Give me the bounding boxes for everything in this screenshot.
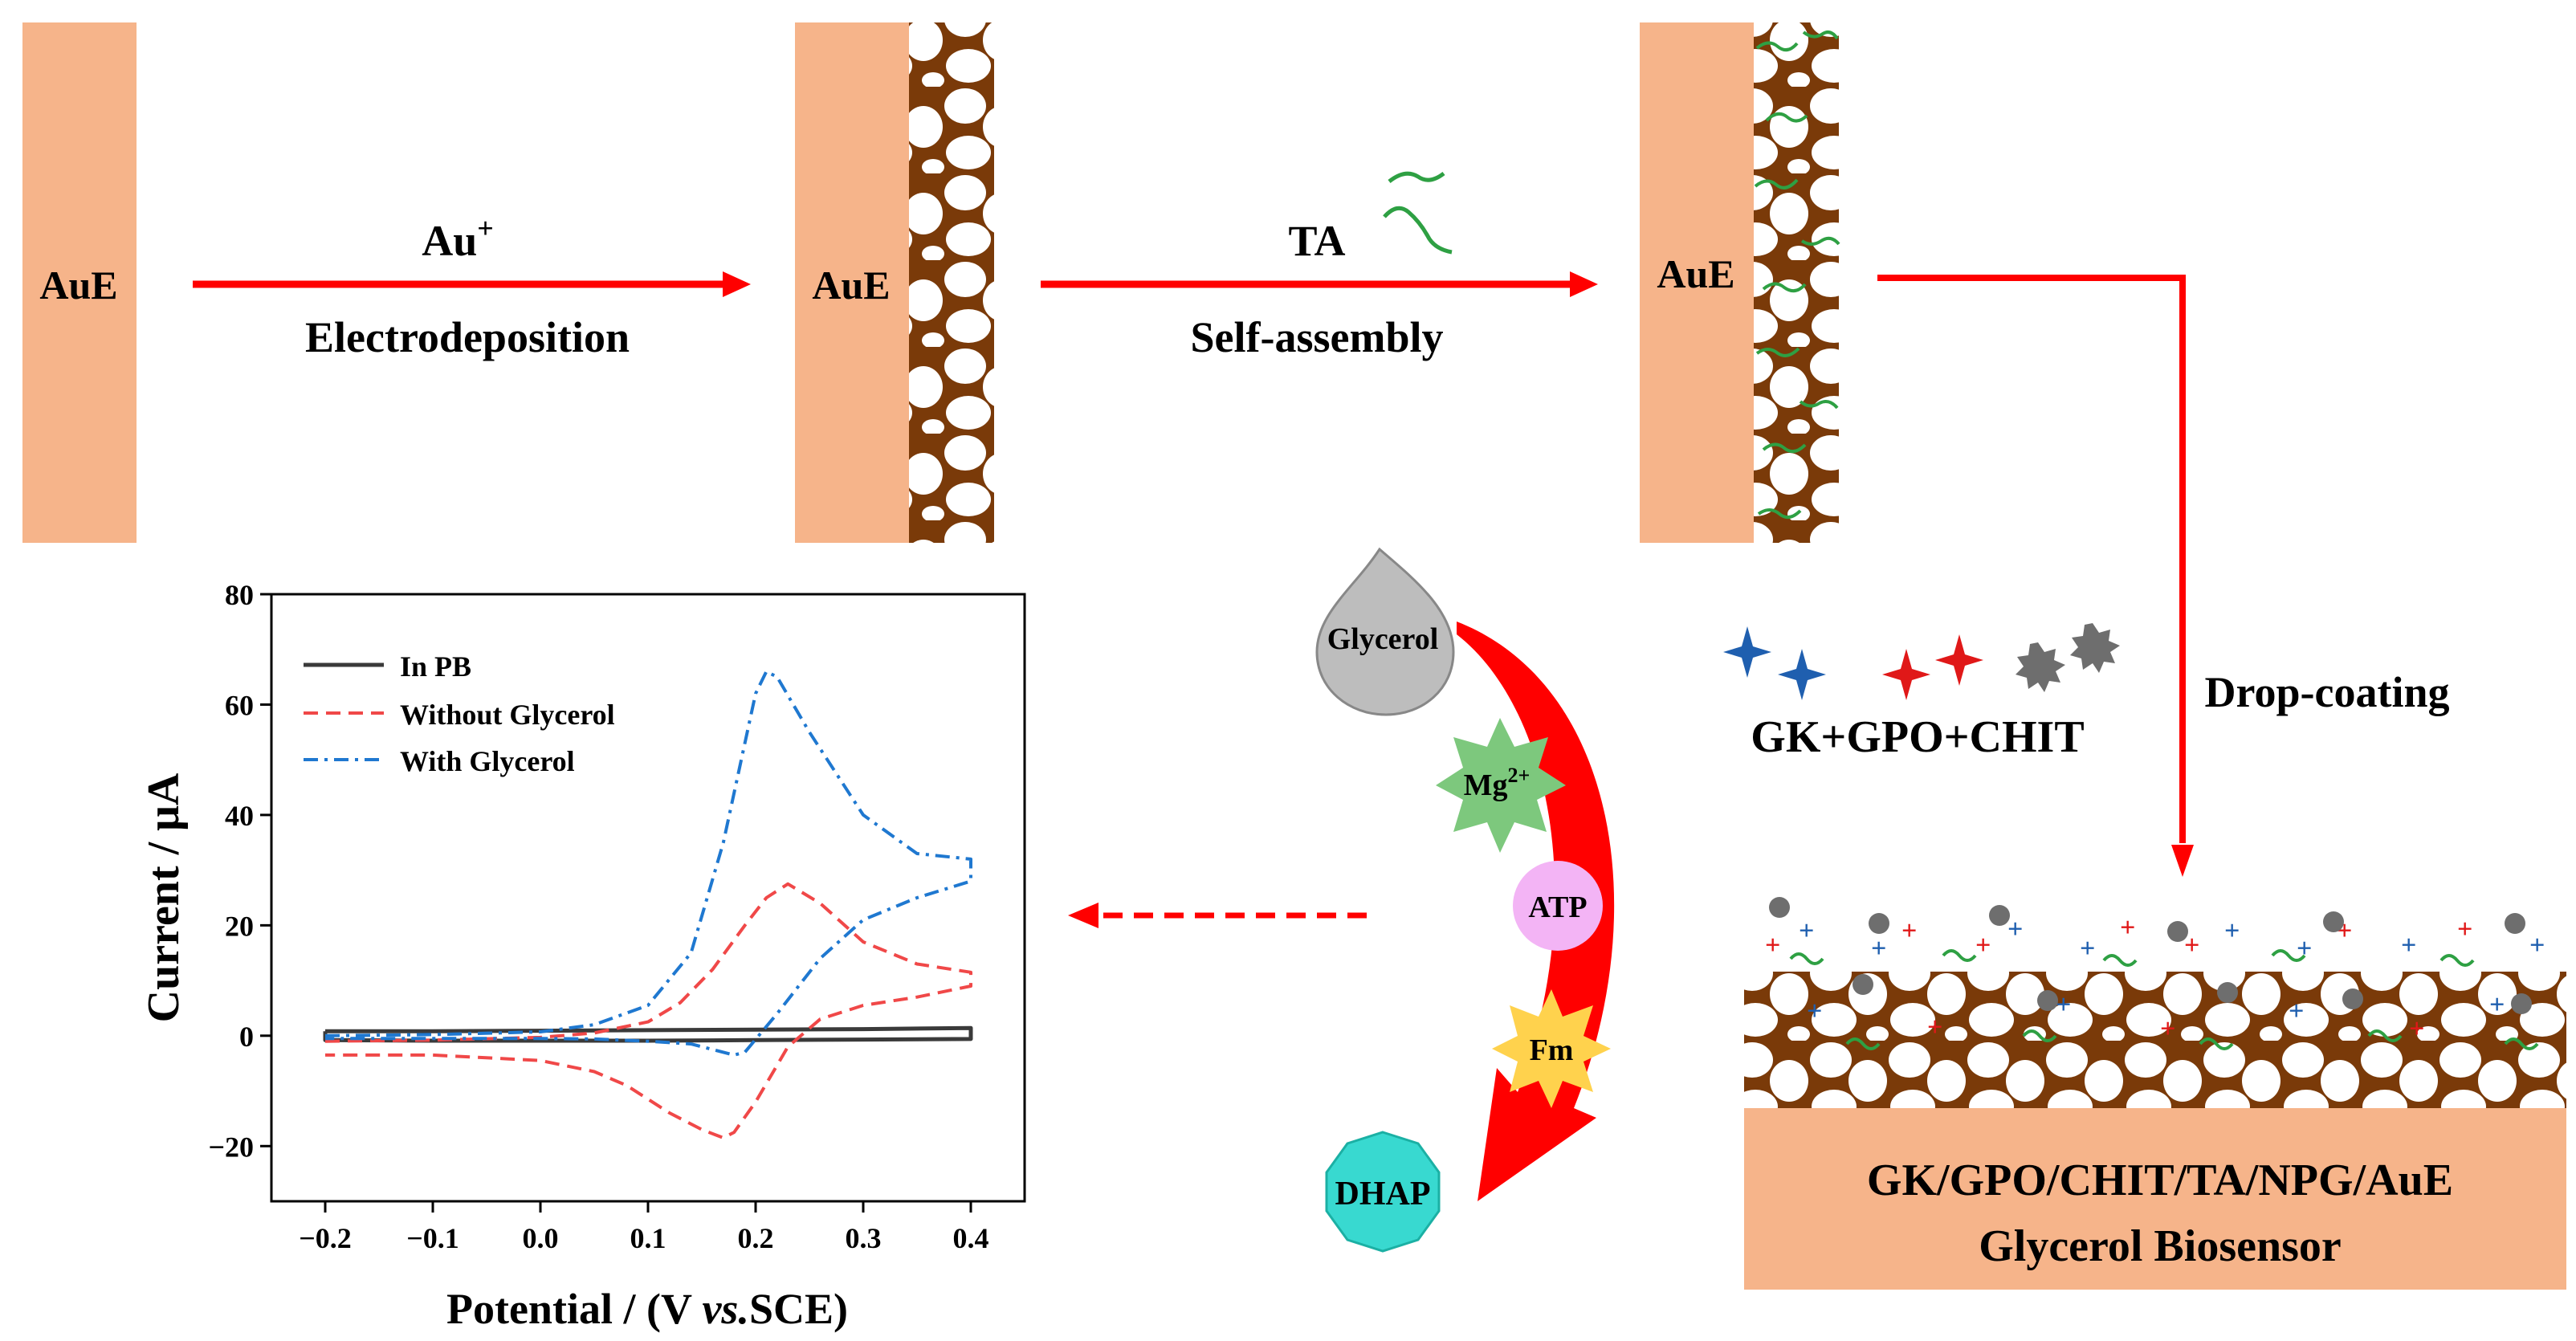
legend-label-pb: In PB <box>400 650 471 683</box>
glycerol-drop-icon: Glycerol <box>1315 547 1455 716</box>
svg-text:+: + <box>2160 1014 2175 1044</box>
svg-text:+: + <box>2056 990 2071 1020</box>
fm-label: Fm <box>1530 1033 1574 1067</box>
mg-label: Mg2+ <box>1464 764 1531 802</box>
electrode-label-3: AuE <box>1657 251 1734 296</box>
arrow-drop-coating: Drop-coating <box>1877 275 2450 877</box>
arrow-self-assembly: TA Self-assembly <box>1041 171 1598 361</box>
ta-chains-layer <box>1754 31 1840 520</box>
svg-text:+: + <box>1871 934 1886 964</box>
reaction-scheme: Glycerol Mg2+ ATP Fm DHAP <box>1068 547 1615 1253</box>
svg-text:+: + <box>2457 915 2472 944</box>
svg-text:+: + <box>2401 931 2416 960</box>
glycerol-label: Glycerol <box>1327 622 1439 656</box>
svg-text:+: + <box>2007 915 2023 944</box>
svg-text:+: + <box>1799 916 1814 946</box>
x-tick-label: 0.1 <box>630 1222 666 1254</box>
x-tick-label: 0.3 <box>846 1222 882 1254</box>
gk-icon <box>1778 649 1826 700</box>
x-tick-label: −0.2 <box>299 1222 352 1254</box>
x-tick-label: 0.0 <box>523 1222 559 1254</box>
y-tick-label: 60 <box>225 689 254 721</box>
legend-label-without: Without Glycerol <box>400 699 615 731</box>
gpo-icon <box>1935 634 1983 686</box>
svg-text:+: + <box>2080 934 2095 964</box>
svg-text:+: + <box>1807 997 1822 1026</box>
svg-text:+: + <box>2297 934 2312 964</box>
y-axis-title: Current / μA <box>139 772 189 1022</box>
plot-series <box>323 670 973 1139</box>
sensor-type: Glycerol Biosensor <box>1979 1221 2342 1271</box>
x-axis-title: Potential / (V vs.SCE) <box>446 1285 848 1333</box>
legend: In PB Without Glycerol With Glycerol <box>304 650 615 777</box>
y-tick-label: 0 <box>239 1021 254 1053</box>
atp-circle-icon: ATP <box>1513 861 1603 951</box>
y-tick-label: −20 <box>208 1131 254 1163</box>
x-tick-label: 0.4 <box>953 1222 989 1254</box>
electrode-label-1: AuE <box>39 263 117 308</box>
svg-text:+: + <box>1901 916 1917 946</box>
y-axis: −20 0 20 40 60 80 <box>208 579 271 1163</box>
x-axis: −0.2 −0.1 0.0 0.1 0.2 0.3 0.4 <box>299 1201 989 1254</box>
y-tick-label: 40 <box>225 800 254 832</box>
svg-text:+: + <box>2409 1014 2424 1044</box>
gpo-icon <box>1882 649 1930 700</box>
electrode-label-2: AuE <box>812 263 890 308</box>
step1-process: Electrodeposition <box>305 313 630 361</box>
arrow-electrodeposition: Au+ Electrodeposition <box>193 212 751 361</box>
x-tick-label: −0.1 <box>406 1222 459 1254</box>
svg-text:+: + <box>1975 931 1991 960</box>
series-line-2 <box>324 670 972 1057</box>
reagents-label: GK+GPO+CHIT <box>1751 712 2084 762</box>
electrode-bare: AuE <box>22 22 137 543</box>
svg-text:+: + <box>1927 1013 1942 1042</box>
dhap-label: DHAP <box>1335 1176 1431 1213</box>
svg-text:+: + <box>2489 990 2505 1020</box>
svg-text:+: + <box>2184 931 2199 960</box>
step2-process: Self-assembly <box>1191 313 1444 361</box>
series-line-1 <box>324 882 972 1139</box>
final-biosensor: + + + + + + + + + + + + + + + + + + + + … <box>1744 897 2566 1290</box>
step2-reagent: TA <box>1288 217 1345 265</box>
gk-icon <box>1723 626 1771 678</box>
electrode-npg: AuE <box>795 22 994 543</box>
atp-label: ATP <box>1528 891 1587 924</box>
reagent-icons: GK+GPO+CHIT <box>1723 623 2120 762</box>
chit-icon <box>2070 623 2120 673</box>
svg-text:+: + <box>2529 931 2545 960</box>
y-tick-label: 80 <box>225 579 254 611</box>
step1-reagent: Au+ <box>422 212 494 265</box>
ta-molecule-icon <box>1383 171 1453 255</box>
dhap-decagon-icon: DHAP <box>1325 1131 1441 1253</box>
fm-star-icon: Fm <box>1492 989 1611 1108</box>
chit-icon <box>2016 642 2065 692</box>
dashed-arrow-to-cv <box>1068 903 1367 928</box>
svg-text:+: + <box>2224 916 2240 946</box>
cv-chart: −20 0 20 40 60 80 −0.2 −0.1 0.0 0.1 0.2 0.3 0.4 In … <box>139 579 1026 1333</box>
step3-process: Drop-coating <box>2205 668 2450 716</box>
svg-text:+: + <box>2120 913 2135 943</box>
sensor-name: GK/GPO/CHIT/TA/NPG/AuE <box>1867 1156 2453 1205</box>
legend-label-with: With Glycerol <box>400 745 575 777</box>
x-tick-label: 0.2 <box>738 1222 774 1254</box>
svg-text:+: + <box>1765 931 1780 960</box>
svg-text:+: + <box>2289 997 2304 1026</box>
mg-star-icon: Mg2+ <box>1436 718 1566 853</box>
sensor-surface-decoration: + + + + + + + + + + + + + + + + + + + + … <box>1765 897 2545 1050</box>
plot-frame <box>270 593 1026 1203</box>
electrode-ta-npg: AuE <box>1640 22 1840 543</box>
y-tick-label: 20 <box>225 910 254 942</box>
